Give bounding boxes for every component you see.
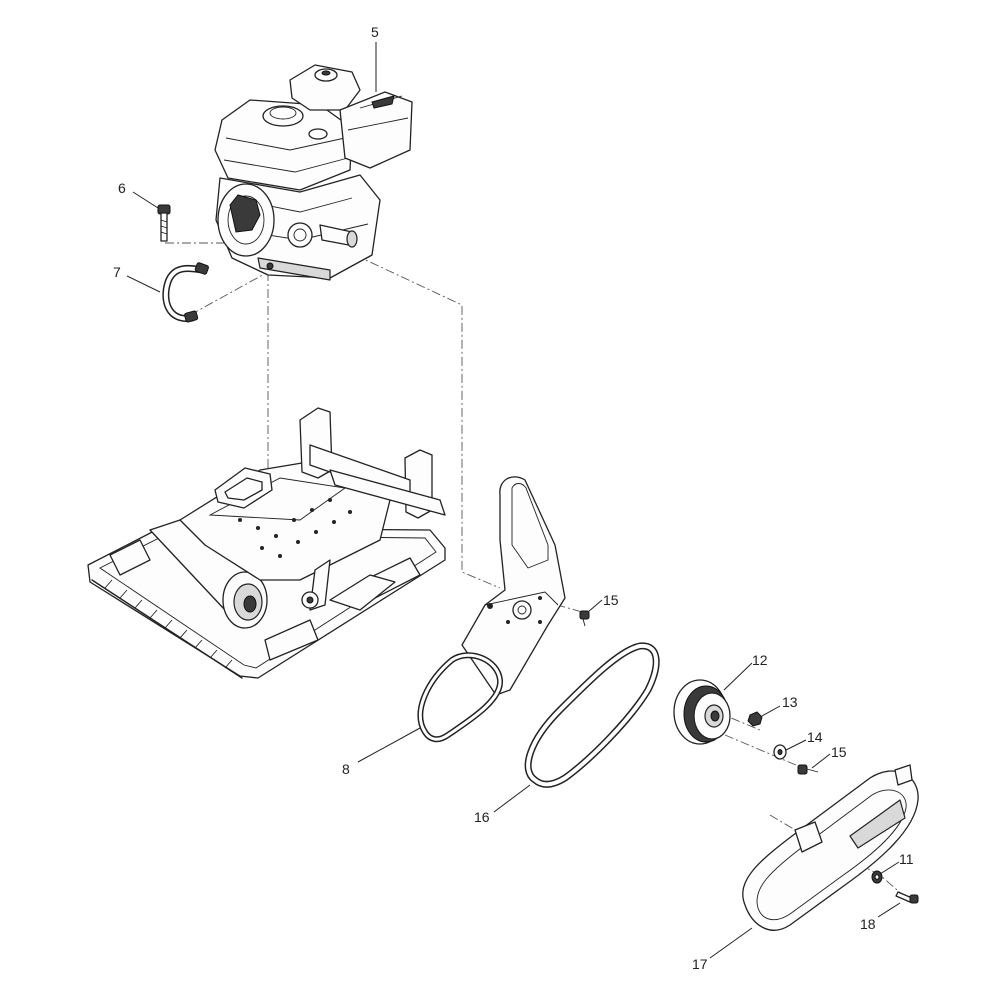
v-belt-part-8[interactable]	[417, 652, 503, 743]
callout-7: 7	[113, 264, 121, 280]
washer-part-11[interactable]	[871, 870, 883, 884]
callout-8: 8	[342, 761, 350, 777]
callout-5: 5	[371, 24, 379, 40]
callout-15-upper: 15	[603, 592, 619, 608]
leader-lines	[126, 42, 901, 959]
drive-belt-part-16[interactable]	[524, 642, 660, 788]
callout-11: 11	[899, 851, 914, 867]
washer-part-14[interactable]	[773, 744, 787, 760]
callout-12: 12	[752, 652, 768, 668]
pulley-part-12[interactable]	[673, 679, 731, 745]
screw-part-18[interactable]	[895, 891, 919, 904]
callout-16: 16	[474, 809, 490, 825]
callout-14: 14	[807, 729, 823, 745]
callout-18: 18	[860, 916, 876, 932]
callout-labels: 5 6 7 15 12 13 14 15 8 16 11 18 17	[113, 24, 914, 972]
belt-guard-bracket[interactable]	[461, 476, 566, 696]
callout-15-lower: 15	[831, 744, 847, 760]
callout-13: 13	[782, 694, 798, 710]
bolt-part-15-upper[interactable]	[579, 610, 590, 627]
bolt-part-6[interactable]	[157, 204, 171, 242]
belt-guard-cover-part-17[interactable]	[742, 764, 919, 931]
base-plate-assembly[interactable]	[87, 407, 446, 679]
bolt-part-15-lower[interactable]	[797, 764, 819, 775]
engine-part-5[interactable]	[214, 64, 413, 281]
hose-part-7[interactable]	[162, 262, 209, 323]
callout-17: 17	[692, 956, 708, 972]
callout-6: 6	[118, 180, 126, 196]
nut-part-13[interactable]	[747, 711, 763, 727]
